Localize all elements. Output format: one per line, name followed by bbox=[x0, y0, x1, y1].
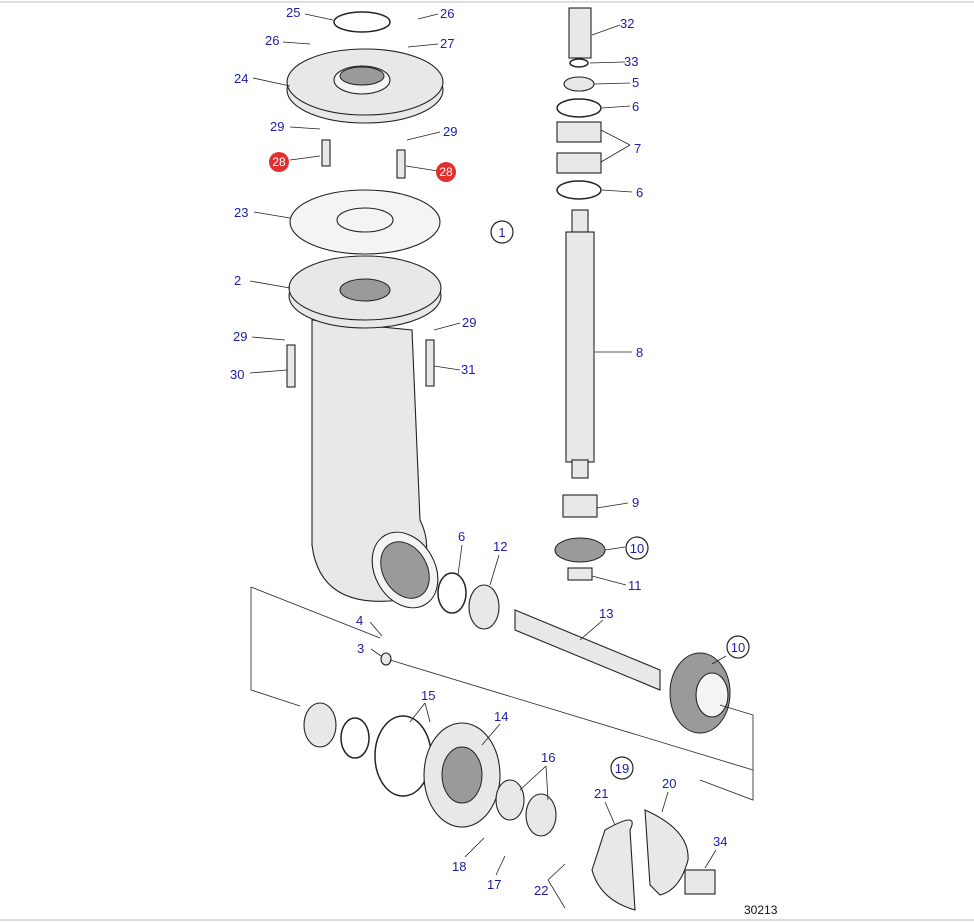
label-24: 24 bbox=[234, 71, 248, 86]
label-21: 21 bbox=[594, 786, 608, 801]
label-23: 23 bbox=[234, 205, 248, 220]
label-16: 16 bbox=[541, 750, 555, 765]
label-17: 17 bbox=[487, 877, 501, 892]
label-11: 11 bbox=[628, 578, 642, 593]
label-8: 8 bbox=[636, 345, 643, 360]
label-2: 2 bbox=[234, 273, 241, 288]
label-29: 29 bbox=[233, 329, 247, 344]
label-20: 20 bbox=[662, 776, 676, 791]
circle-marker-10 bbox=[625, 536, 649, 560]
label-34: 34 bbox=[713, 834, 727, 849]
label-33: 33 bbox=[624, 54, 638, 69]
reference-number: 30213 bbox=[744, 903, 778, 917]
label-10: 10 bbox=[630, 541, 644, 556]
label-31: 31 bbox=[461, 362, 475, 377]
part-bearing-housing-14 bbox=[303, 702, 557, 837]
label-5: 5 bbox=[632, 75, 639, 90]
part-shaft-8 bbox=[554, 7, 606, 581]
leader-lines bbox=[249, 13, 727, 909]
part-cover-20-21 bbox=[591, 809, 716, 911]
label-3: 3 bbox=[357, 641, 364, 656]
label-29: 29 bbox=[443, 124, 457, 139]
label-7: 7 bbox=[634, 141, 641, 156]
highlighted-labels: 28 28 bbox=[269, 152, 456, 182]
label-6: 6 bbox=[636, 185, 643, 200]
label-19: 19 bbox=[615, 761, 629, 776]
circle-marker-10 bbox=[726, 635, 750, 659]
circle-marker-19 bbox=[610, 756, 634, 780]
label-10: 10 bbox=[731, 640, 745, 655]
part-gasket-23 bbox=[289, 189, 441, 255]
label-1: 1 bbox=[498, 225, 505, 240]
label-30: 30 bbox=[230, 367, 244, 382]
label-12: 12 bbox=[493, 539, 507, 554]
label-28: 28 bbox=[272, 155, 286, 169]
label-29: 29 bbox=[270, 119, 284, 134]
label-32: 32 bbox=[620, 16, 634, 31]
label-14: 14 bbox=[494, 709, 508, 724]
label-28: 28 bbox=[439, 165, 453, 179]
label-4: 4 bbox=[356, 613, 363, 628]
label-26: 26 bbox=[265, 33, 279, 48]
part-flange-24 bbox=[286, 11, 444, 179]
part-pinion-shaft-13 bbox=[380, 572, 731, 734]
label-29: 29 bbox=[462, 315, 476, 330]
label-15: 15 bbox=[421, 688, 435, 703]
label-18: 18 bbox=[452, 859, 466, 874]
label-26: 26 bbox=[440, 6, 454, 21]
label-6: 6 bbox=[632, 99, 639, 114]
label-6: 6 bbox=[458, 529, 465, 544]
assembly-frame bbox=[250, 586, 754, 801]
circled-labels: 1 10 10 19 bbox=[490, 220, 750, 780]
highlight-badge-28 bbox=[269, 152, 289, 172]
label-22: 22 bbox=[534, 883, 548, 898]
circle-marker-1 bbox=[490, 220, 514, 244]
part-housing-2 bbox=[286, 255, 442, 609]
label-27: 27 bbox=[440, 36, 454, 51]
highlight-badge-28 bbox=[436, 162, 456, 182]
label-9: 9 bbox=[632, 495, 639, 510]
label-25: 25 bbox=[286, 5, 300, 20]
label-13: 13 bbox=[599, 606, 613, 621]
